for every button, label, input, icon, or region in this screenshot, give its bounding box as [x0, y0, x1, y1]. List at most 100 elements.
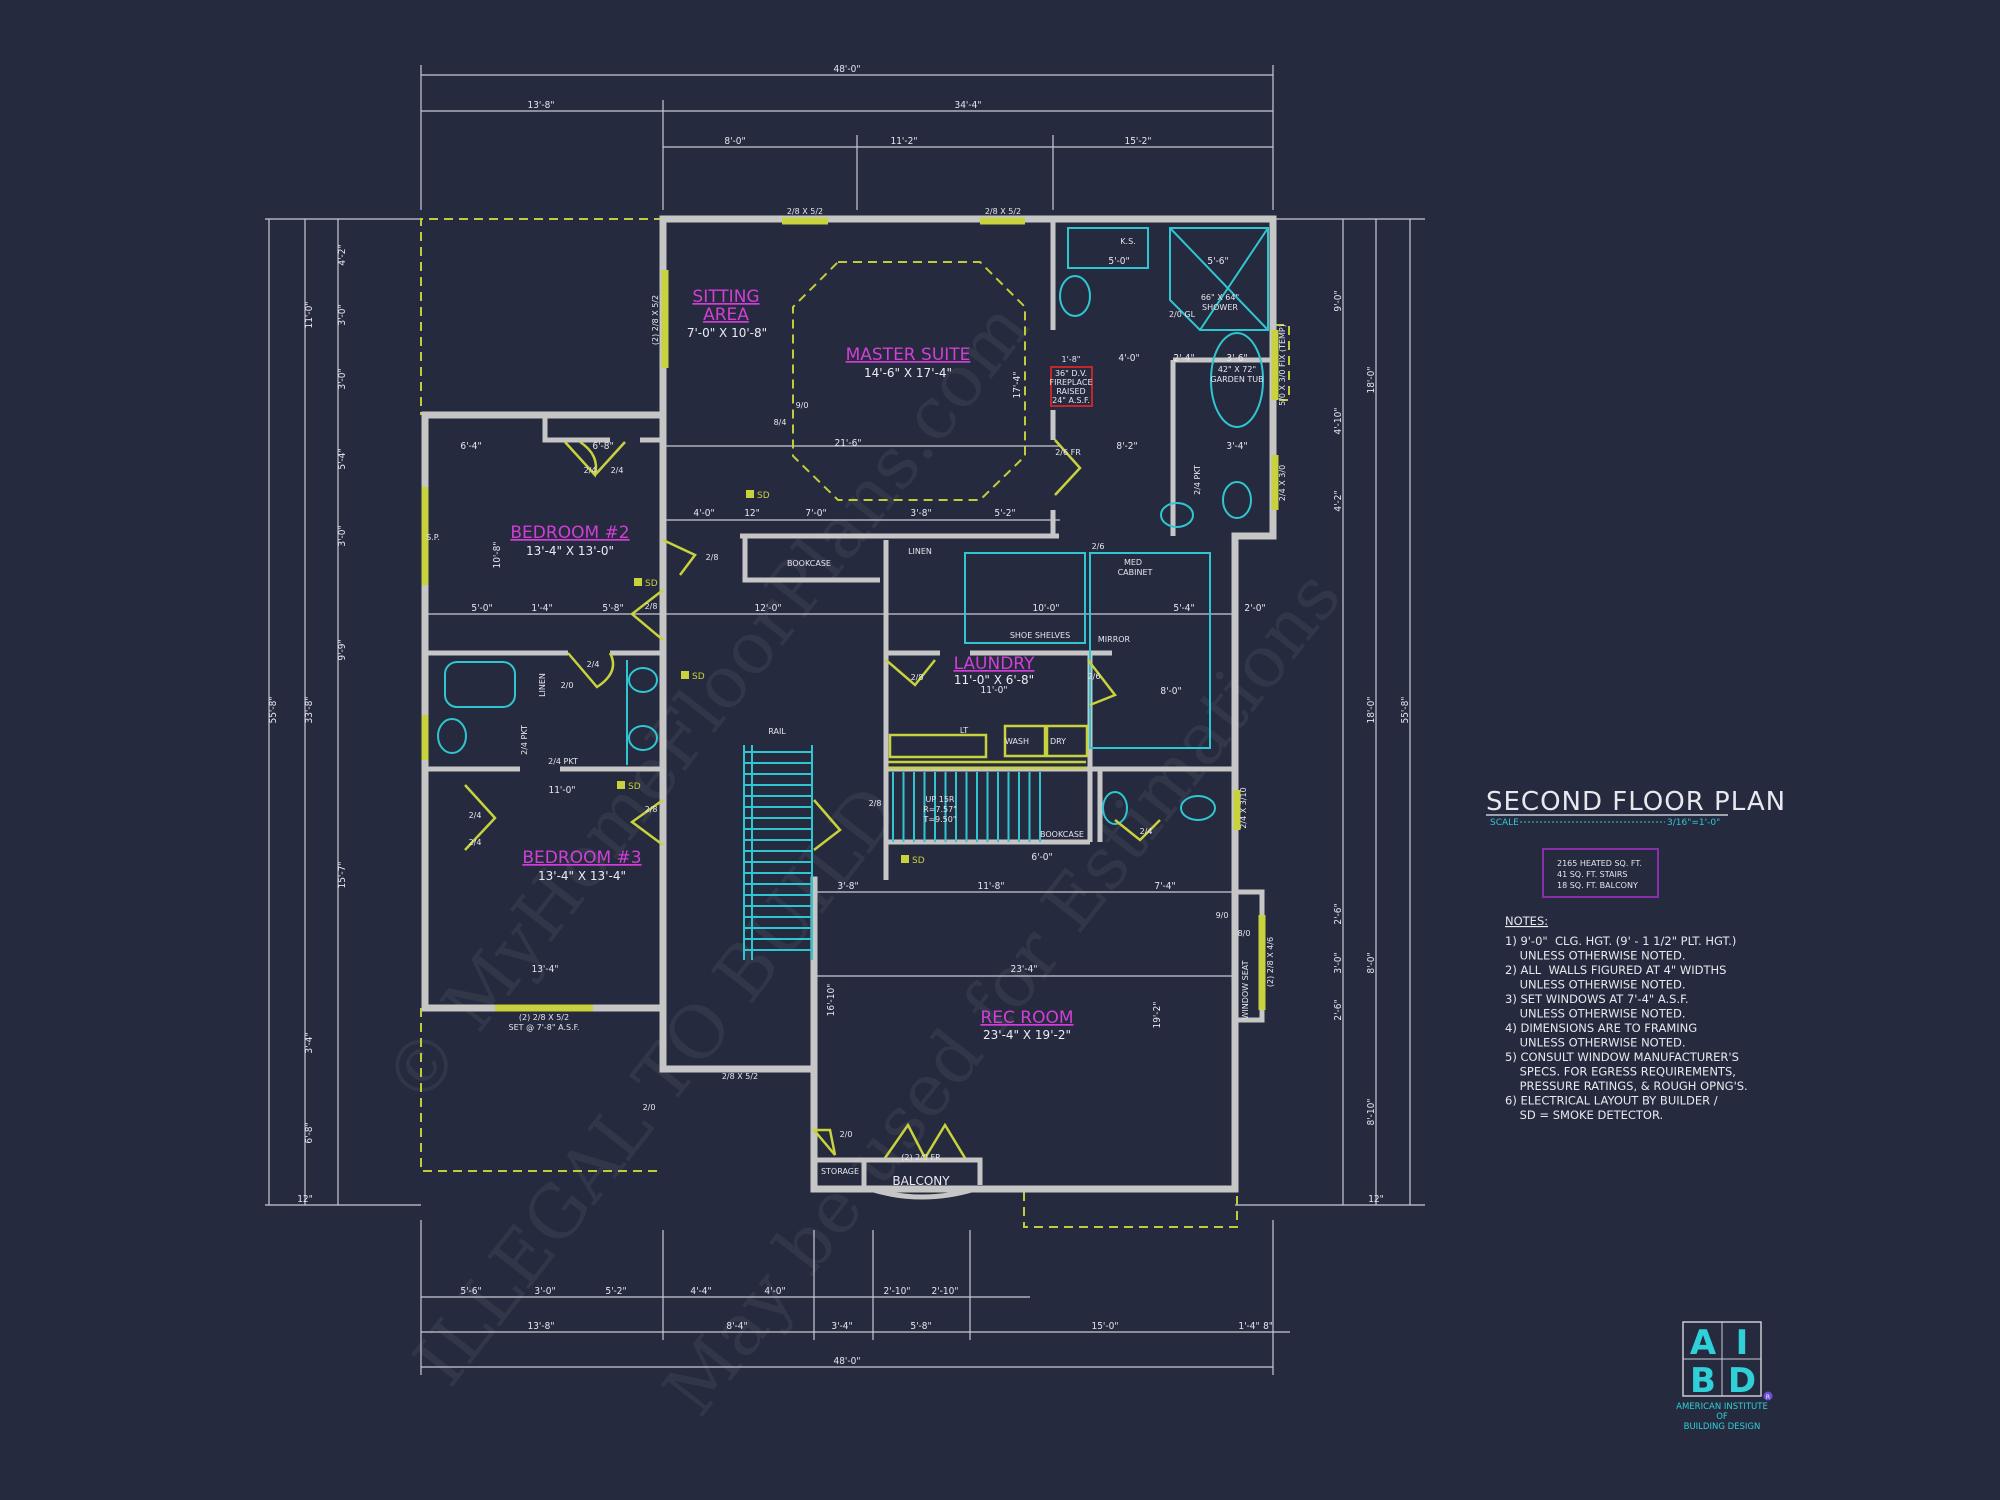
fireplace-label: 1'-8" [1062, 355, 1081, 364]
dim-interior: 13'-4" [531, 964, 558, 975]
note-line: 1) 9'-0" CLG. HGT. (9' - 1 1/2" PLT. HGT… [1505, 934, 1736, 948]
dim-interior: 21'-6" [834, 438, 861, 449]
dim-bottom: 8'-4" [726, 1321, 747, 1332]
dim-interior: 11'-0" [980, 685, 1007, 696]
toilet [1222, 481, 1252, 519]
doors [464, 439, 1161, 1200]
note-line: UNLESS OTHERWISE NOTED. [1505, 978, 1686, 992]
note-line: UNLESS OTHERWISE NOTED. [1505, 1036, 1686, 1050]
window-label: 2/4 X 3/10 [1239, 787, 1248, 828]
note-line: UNLESS OTHERWISE NOTED. [1505, 949, 1686, 963]
room-name-rec-room: REC ROOM [980, 1008, 1073, 1028]
room-size: 14'-6" X 17'-4" [864, 366, 952, 380]
dim-bottom: 15'-0" [1091, 1321, 1118, 1332]
window-label: 2/4 X 3/0 [1278, 465, 1287, 501]
door-label: 2/4 [587, 660, 600, 669]
bookcase-label: BOOKCASE [787, 559, 831, 568]
door-label: 2/8 [911, 673, 924, 682]
area-box [1542, 848, 1659, 898]
stair-label: UP 15R [926, 795, 955, 804]
scale-label: SCALE [1490, 818, 1519, 828]
logo-letter: D [1728, 1361, 1756, 1401]
sd-label: SD [757, 491, 770, 501]
dim-left: 3'-0" [337, 304, 348, 325]
knee-space-label: K.S. [1120, 237, 1135, 246]
window-label: 2/8 X 5/2 [722, 1072, 758, 1081]
door-label: 2/4 PKT [1193, 465, 1202, 495]
dim-interior: 3'-8" [837, 881, 858, 892]
dim-bottom: 3'-4" [831, 1321, 852, 1332]
sp-label: S.P. [426, 533, 440, 542]
dim-interior: 8'-2" [1116, 441, 1137, 452]
logo-letter: I [1736, 1323, 1749, 1363]
dim-bottom: 4'-0" [764, 1286, 785, 1297]
dim-right: 8'-0" [1366, 952, 1377, 973]
dim-interior: 7'-0" [805, 508, 826, 519]
sd-label: SD [692, 672, 705, 682]
window-label: 8/0 [1238, 929, 1251, 938]
dim-interior: 1'-4" [531, 603, 552, 614]
note-line: UNLESS OTHERWISE NOTED. [1505, 1007, 1686, 1021]
balcony-door-label: (2) 2/0 FR [901, 1153, 941, 1162]
window-seat-label: WINDOW SEAT [1241, 960, 1250, 1019]
door-label: 2/0 [643, 1103, 656, 1112]
registered-mark: R [1766, 1394, 1770, 1401]
dim-right: 4'-10" [1333, 407, 1344, 434]
stairs [743, 745, 1041, 960]
dim-bottom: 48'-0" [833, 1356, 860, 1367]
dim-left: 3'-4" [304, 1032, 315, 1053]
scale-value: 3/16"=1'-0" [1667, 818, 1720, 828]
dim-top: 34'-4" [954, 100, 981, 111]
dim-left: 33'-8" [304, 696, 315, 723]
door-label: 2/4 PKT [520, 725, 529, 755]
note-line: PRESSURE RATINGS, & ROUGH OPNG'S. [1505, 1079, 1748, 1093]
stairs-area: 41 SQ. FT. STAIRS [1557, 870, 1627, 879]
washer-label: WASH [1005, 737, 1029, 746]
dim-bottom: 1'-4" [1238, 1321, 1259, 1332]
dim-interior: 10'-0" [1032, 603, 1059, 614]
room-labels: SITTING AREA 7'-0" X 10'-8" MASTER SUITE… [510, 287, 1073, 1188]
door-label: 2/8 [645, 805, 658, 814]
interior-dimension-texts: 21'-6"17'-4"4'-0"12"7'-0"3'-8"5'-2"23'-4… [460, 256, 1247, 1029]
dim-left: 9'-9" [337, 639, 348, 660]
dim-interior: 12" [744, 508, 760, 519]
window-label: 2/8 X 5/2 [787, 207, 823, 216]
door-labels: 2/4 2/4 2/8 2/4 2/0 2/4 2/4 2/8 2/8 2/0 … [469, 465, 1202, 1139]
dim-interior: 5'-4" [1173, 603, 1194, 614]
tub-label: 42" X 72" [1218, 365, 1256, 374]
dim-right: 2'-0" [1244, 603, 1265, 614]
door-label: 2/0 [561, 681, 574, 690]
dim-interior: 6'-0" [1031, 852, 1052, 863]
balcony-label: BALCONY [892, 1174, 950, 1188]
glass-door-label: 2/0 GL [1169, 310, 1196, 319]
dim-top: 13'-8" [527, 100, 554, 111]
room-name-laundry: LAUNDRY [954, 654, 1035, 674]
dim-top: 15'-2" [1124, 136, 1151, 147]
rail-label: RAIL [768, 727, 786, 736]
shower-label: SHOWER [1202, 303, 1238, 312]
note-line: 3) SET WINDOWS AT 7'-4" A.S.F. [1505, 992, 1689, 1006]
dryer-label: DRY [1050, 737, 1066, 746]
window-label: (2) 2/8 X 4/6 [1266, 937, 1275, 987]
fireplace-label: FIREPLACE [1049, 378, 1092, 387]
title-block: SECOND FLOOR PLAN SCALE 3/16"=1'-0" 2165… [1486, 787, 1785, 1122]
note-line: 2) ALL WALLS FIGURED AT 4" WIDTHS [1505, 963, 1726, 977]
dim-right: 2'-6" [1333, 999, 1344, 1020]
med-cabinet-label: MED [1124, 558, 1142, 567]
dim-left: 3'-0" [337, 525, 348, 546]
fireplace [1050, 366, 1093, 407]
room-name-sitting-area: SITTING [692, 287, 759, 307]
sd-label: SD [628, 782, 641, 792]
dimension-lines [265, 65, 1425, 1375]
dim-bottom: 8" [1263, 1321, 1273, 1332]
windows [421, 217, 1279, 1012]
dim-interior: 3'-6" [1226, 353, 1247, 364]
room-size: 23'-4" X 19'-2" [983, 1028, 1071, 1042]
note-line: 5) CONSULT WINDOW MANUFACTURER'S [1505, 1050, 1739, 1064]
door-label: 2/4 [469, 838, 482, 847]
dim-left: 6'-8" [304, 1122, 315, 1143]
note-line: SD = SMOKE DETECTOR. [1505, 1108, 1663, 1122]
door-label: 2/6 [1092, 542, 1105, 551]
room-name-bedroom-2: BEDROOM #2 [510, 523, 629, 543]
smoke-detectors: SD SD SD SD SD [617, 490, 925, 866]
